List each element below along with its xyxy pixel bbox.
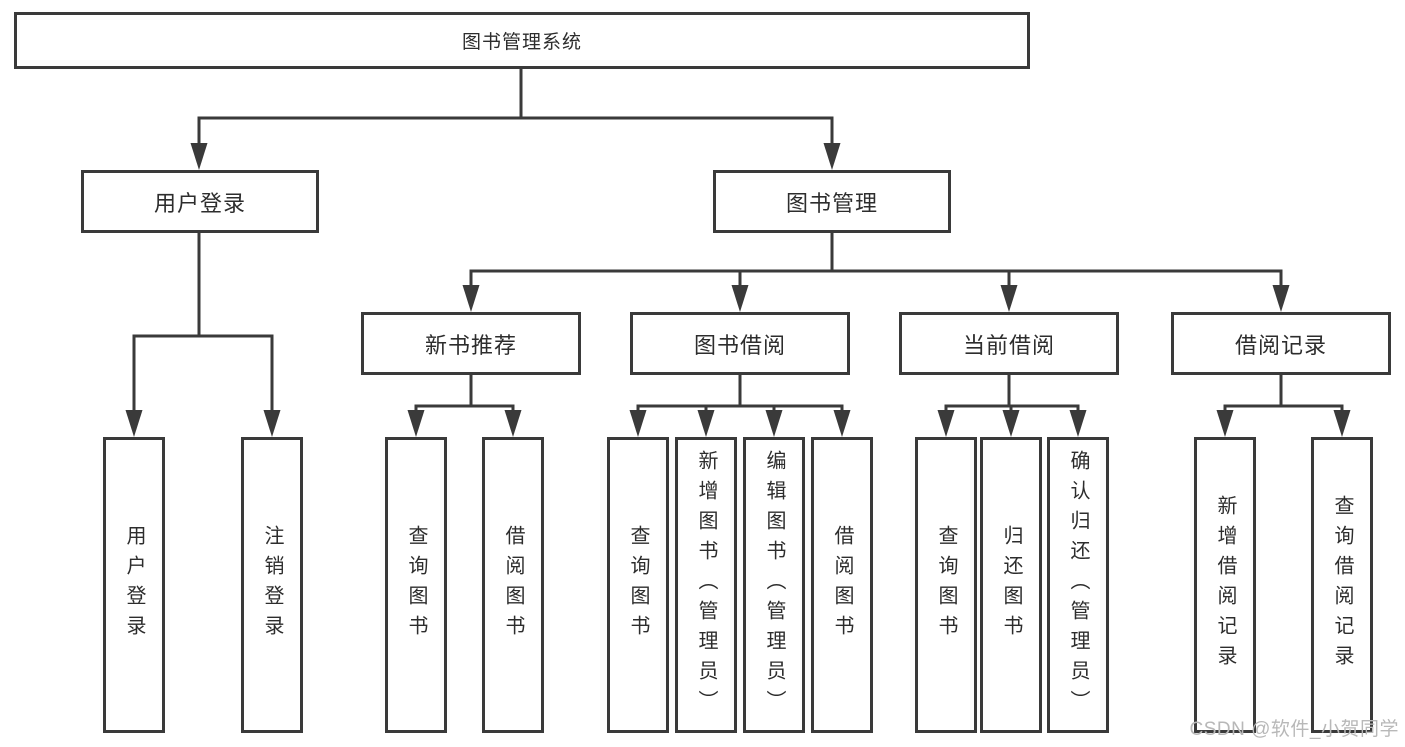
node-book-management-label: 图书管理	[785, 190, 878, 216]
node-current-query-books-label: 查询图书	[935, 525, 957, 645]
node-current-borrowing: 当前借阅	[899, 312, 1119, 375]
node-library-system-label: 图书管理系统	[461, 32, 582, 53]
node-add-borrow-record: 新增借阅记录	[1194, 437, 1256, 733]
node-confirm-return-admin-label: 确认归还（管理员）	[1067, 450, 1089, 720]
node-logout: 注销登录	[241, 437, 303, 733]
node-user-login-branch: 用户登录	[81, 170, 319, 233]
node-book-management: 图书管理	[713, 170, 951, 233]
node-user-login-branch-label: 用户登录	[153, 190, 246, 216]
node-borrowing-borrow-books-label: 借阅图书	[831, 525, 853, 645]
node-user-login-leaf: 用户登录	[103, 437, 165, 733]
node-edit-books-admin: 编辑图书（管理员）	[743, 437, 805, 733]
node-borrowing-query-books: 查询图书	[607, 437, 669, 733]
node-new-book-recommend: 新书推荐	[361, 312, 581, 375]
node-new-book-recommend-label: 新书推荐	[424, 332, 517, 358]
node-user-login-leaf-label: 用户登录	[123, 525, 145, 645]
node-add-borrow-record-label: 新增借阅记录	[1214, 495, 1236, 675]
node-add-books-admin-label: 新增图书（管理员）	[695, 450, 717, 720]
node-recommend-query-books: 查询图书	[385, 437, 447, 733]
node-add-books-admin: 新增图书（管理员）	[675, 437, 737, 733]
node-book-borrowing-label: 图书借阅	[693, 332, 786, 358]
node-book-borrowing: 图书借阅	[630, 312, 850, 375]
node-borrowing-records-label: 借阅记录	[1234, 332, 1327, 358]
node-confirm-return-admin: 确认归还（管理员）	[1047, 437, 1109, 733]
csdn-watermark: CSDN @软件_小贺同学	[1189, 719, 1399, 740]
node-borrowing-borrow-books: 借阅图书	[811, 437, 873, 733]
node-edit-books-admin-label: 编辑图书（管理员）	[763, 450, 785, 720]
node-recommend-borrow-books: 借阅图书	[482, 437, 544, 733]
node-borrowing-query-books-label: 查询图书	[627, 525, 649, 645]
node-return-books: 归还图书	[980, 437, 1042, 733]
node-current-query-books: 查询图书	[915, 437, 977, 733]
node-current-borrowing-label: 当前借阅	[962, 332, 1055, 358]
node-query-borrow-record-label: 查询借阅记录	[1331, 495, 1353, 675]
node-borrowing-records: 借阅记录	[1171, 312, 1391, 375]
node-logout-label: 注销登录	[261, 525, 283, 645]
node-return-books-label: 归还图书	[1000, 525, 1022, 645]
node-query-borrow-record: 查询借阅记录	[1311, 437, 1373, 733]
node-recommend-borrow-books-label: 借阅图书	[502, 525, 524, 645]
node-recommend-query-books-label: 查询图书	[405, 525, 427, 645]
node-library-system: 图书管理系统	[14, 12, 1030, 69]
